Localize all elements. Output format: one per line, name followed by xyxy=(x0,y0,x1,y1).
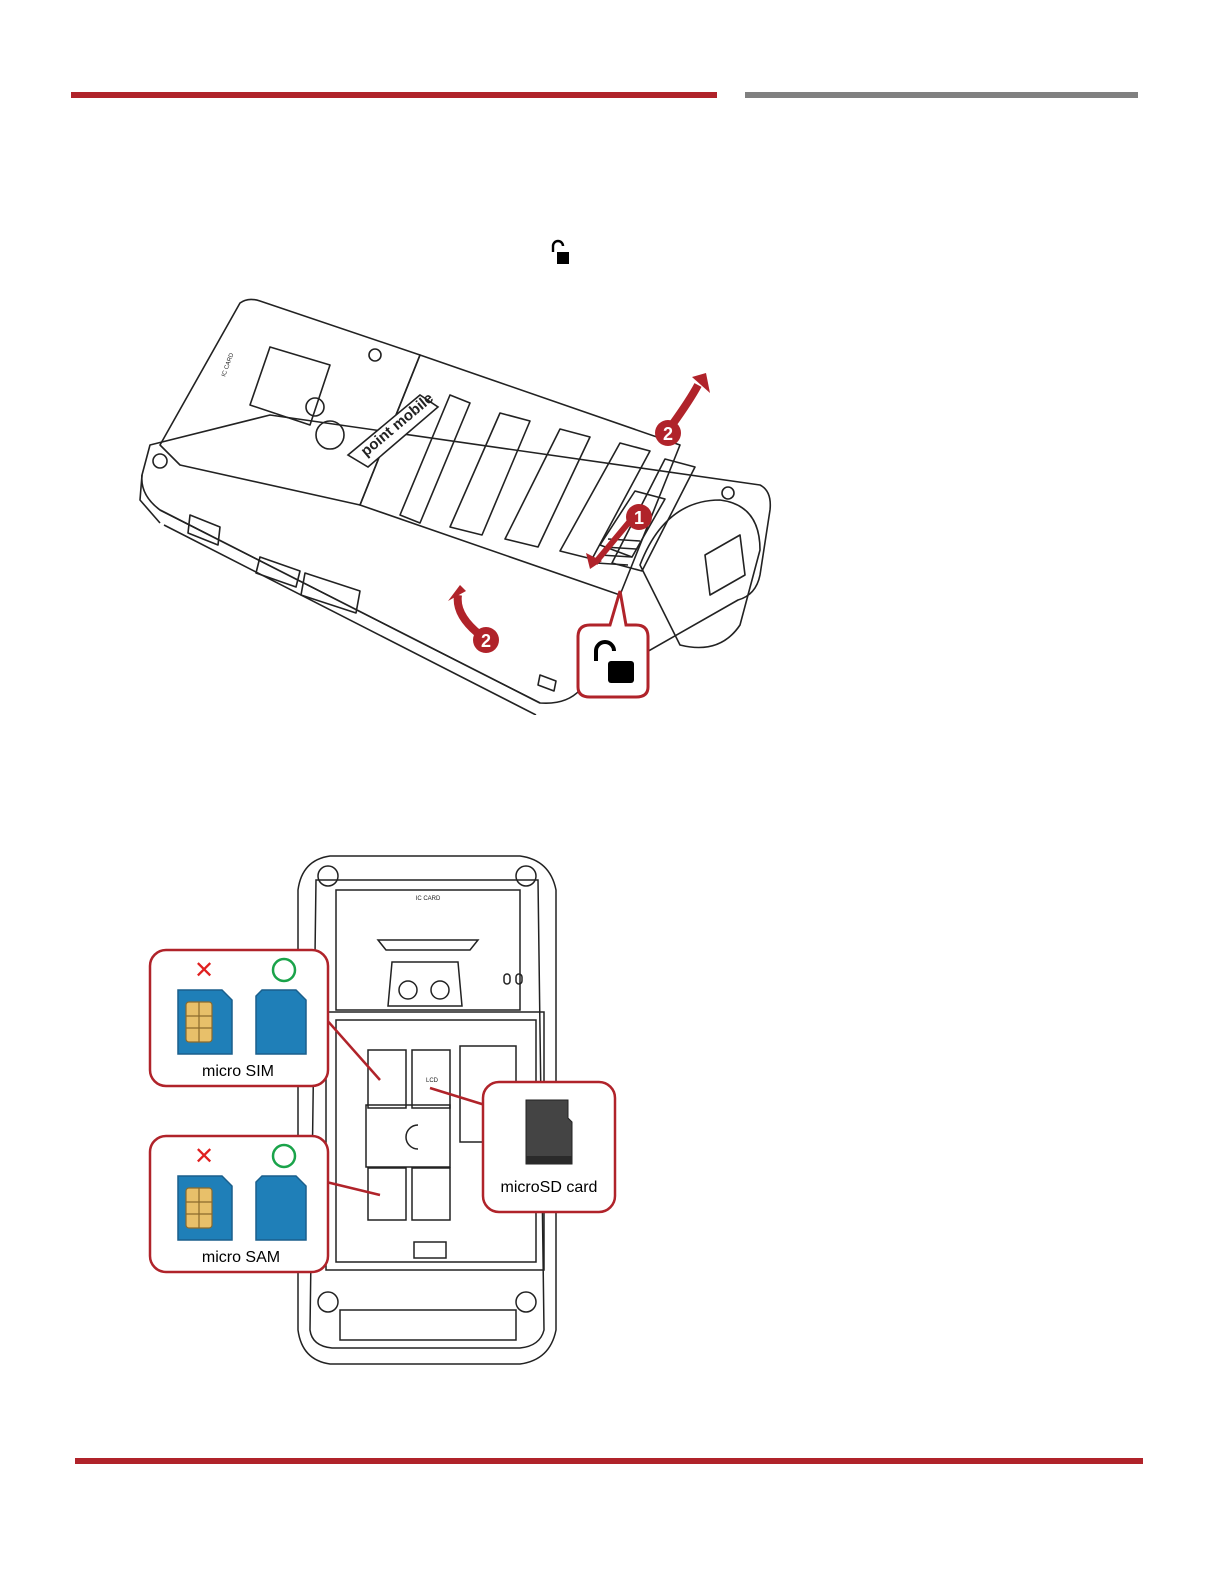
unlock-callout xyxy=(578,591,648,697)
ic-card-label: IC CARD xyxy=(221,352,235,378)
microsd-label: microSD card xyxy=(501,1179,598,1196)
back-cover-removal-figure: point mobile IC CARD 1 2 2 xyxy=(120,295,780,715)
battery-connector xyxy=(366,1105,450,1167)
step-1-number: 1 xyxy=(634,508,644,528)
scanner-housing xyxy=(160,299,420,505)
sam-slot-2 xyxy=(412,1168,450,1220)
step-2-arrow-bottom: 2 xyxy=(448,585,499,653)
sd-slot-text: LCD xyxy=(426,1078,439,1084)
header-rule-red xyxy=(71,92,717,98)
sim-slot xyxy=(368,1050,406,1108)
step-2-number: 2 xyxy=(663,424,673,444)
micro-sim-card-icon xyxy=(256,990,306,1054)
micro-sam-callout: ✕ micro SAM xyxy=(150,1136,328,1272)
brand-logo-text: point mobile xyxy=(358,390,437,460)
footer-rule-red xyxy=(75,1458,1143,1464)
micro-sam-card-icon xyxy=(256,1176,306,1240)
micro-sim-callout: ✕ micro SIM xyxy=(150,950,328,1086)
wrong-mark: ✕ xyxy=(194,1143,214,1170)
microsd-card-icon xyxy=(526,1100,572,1164)
step-2-number-bottom: 2 xyxy=(481,631,491,651)
unlock-icon xyxy=(548,238,572,266)
header-rule-gray xyxy=(745,92,1138,98)
card-slots-figure: IC CARD LCD ✕ micro SIM ✕ micro SAM micr… xyxy=(140,850,630,1370)
ic-card-label: IC CARD xyxy=(416,896,441,902)
step-2-arrow-top: 2 xyxy=(655,373,710,446)
wrong-mark: ✕ xyxy=(194,957,214,984)
micro-sim-label: micro SIM xyxy=(202,1063,274,1080)
micro-sam-label: micro SAM xyxy=(202,1249,280,1266)
microsd-callout: microSD card xyxy=(483,1082,615,1212)
